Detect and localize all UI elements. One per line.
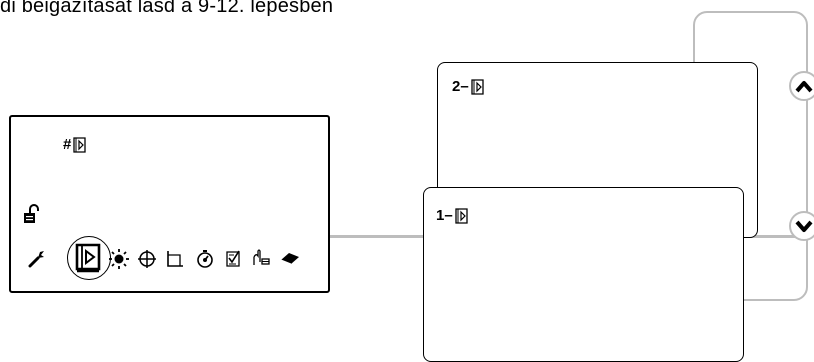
device-label-text: # [63, 136, 72, 153]
unlocked-padlock-icon [24, 204, 39, 223]
card-2-label: 2– [452, 79, 485, 95]
scroll-down-button[interactable] [789, 211, 814, 241]
card-1-label-text: 1– [436, 207, 453, 224]
corner-icon[interactable] [165, 249, 185, 269]
chevron-down-icon [795, 220, 813, 232]
card-2-label-text: 2– [452, 78, 469, 95]
mode-icon [455, 208, 468, 224]
mode-icon[interactable] [75, 243, 103, 273]
selected-highlight-ring [67, 236, 111, 280]
card-1-label: 1– [436, 208, 469, 224]
checklist-icon[interactable] [223, 248, 243, 268]
timer-icon[interactable] [195, 249, 215, 269]
eraser-icon[interactable] [279, 250, 301, 266]
device-mode-label: # [63, 137, 87, 153]
mode-icon [73, 137, 86, 153]
scroll-up-button[interactable] [789, 71, 814, 101]
wrench-icon[interactable] [27, 248, 47, 268]
device-screen: # [9, 115, 330, 293]
chevron-up-icon [795, 81, 813, 93]
connector-line-right [740, 235, 802, 238]
screen-card-1[interactable]: 1– [423, 187, 744, 362]
sun-icon[interactable] [109, 249, 129, 269]
toolbar [23, 236, 323, 280]
caption-text: di beigazítását lásd a 9-12. lépésben [0, 0, 334, 17]
connector-line [330, 235, 426, 238]
hand-icon[interactable] [251, 248, 271, 268]
mode-icon [471, 79, 484, 95]
target-icon[interactable] [137, 249, 157, 269]
